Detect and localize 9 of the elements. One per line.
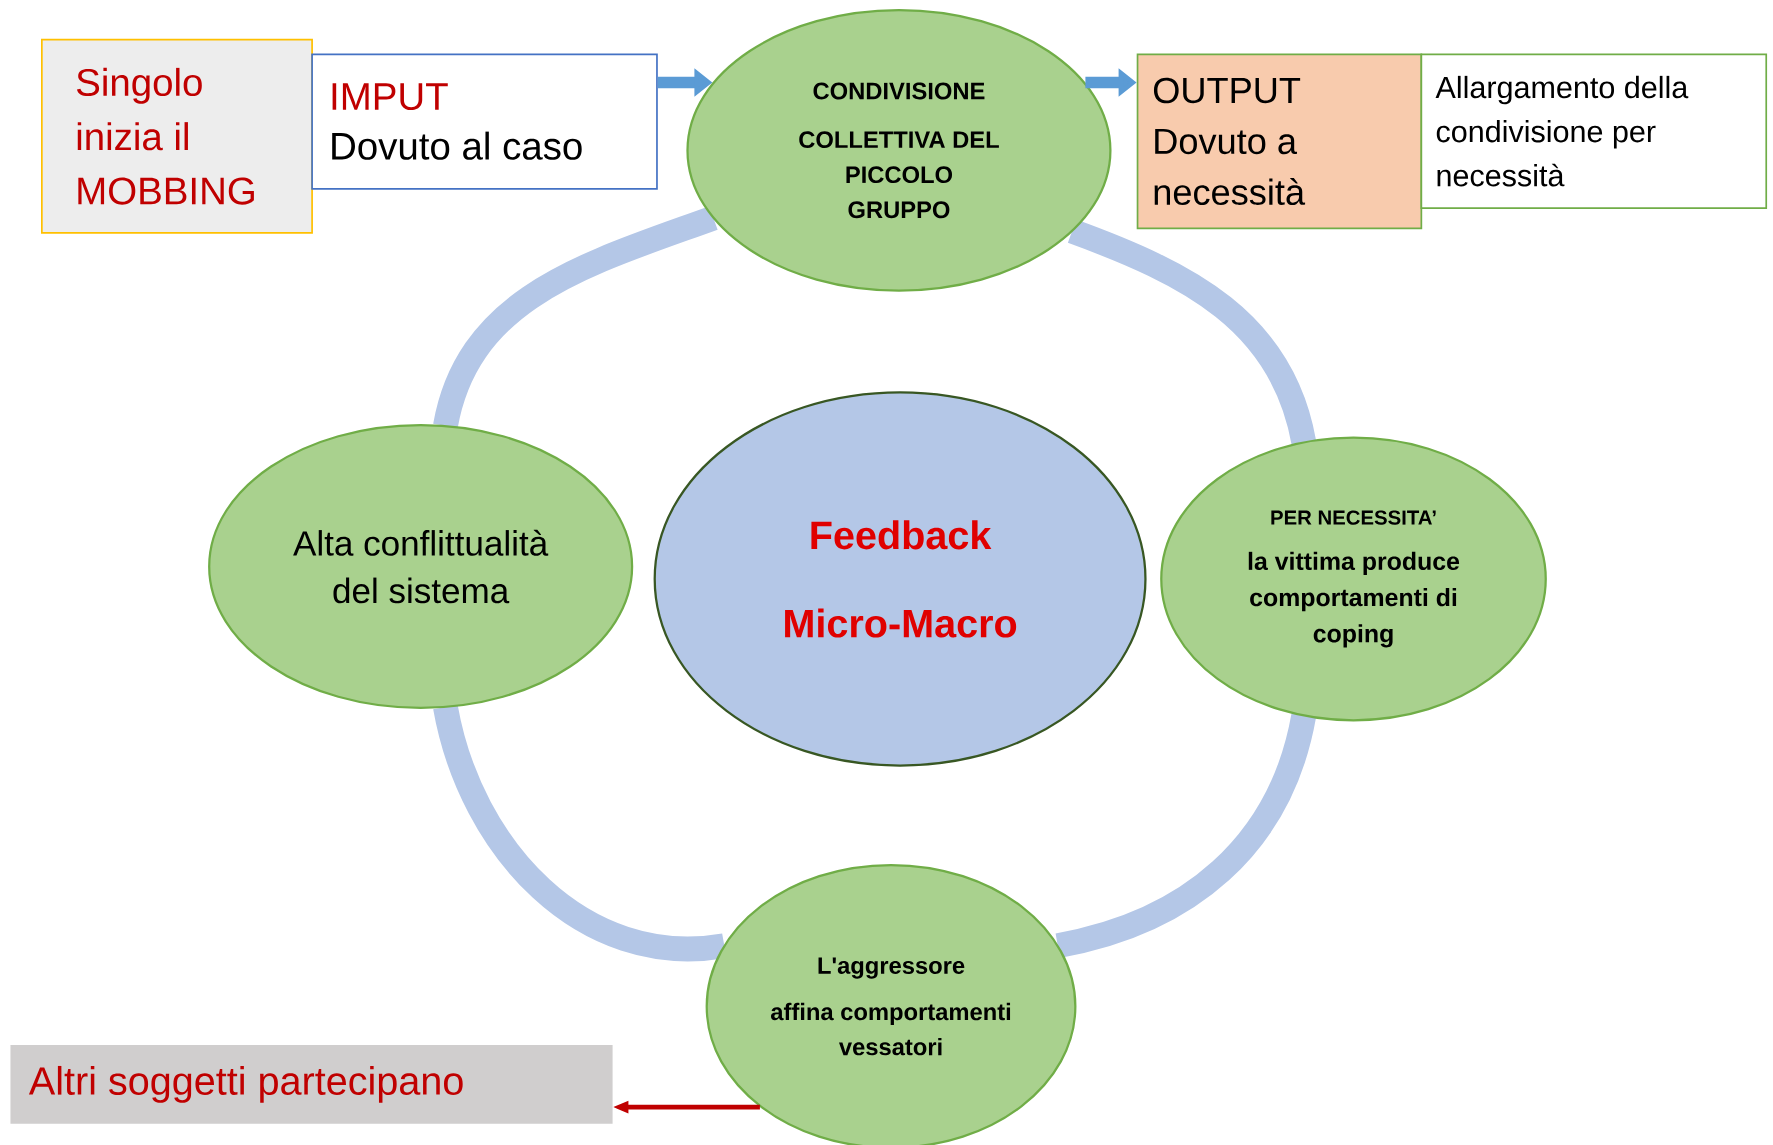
text-box: Singolo inizia il MOBBING (41, 38, 313, 234)
text-box: Altri soggetti partecipano (10, 1044, 613, 1124)
ring-segment (1067, 219, 1316, 445)
input-box: IMPUT Dovuto al caso (311, 53, 658, 190)
ring-segment (1055, 712, 1316, 958)
note-box: Allargamento della condivisione per necessità (1420, 53, 1768, 209)
ring-segment (433, 206, 718, 429)
ring-segment (433, 704, 726, 962)
output-box: OUTPUT Dovuto a necessità (1136, 53, 1423, 230)
